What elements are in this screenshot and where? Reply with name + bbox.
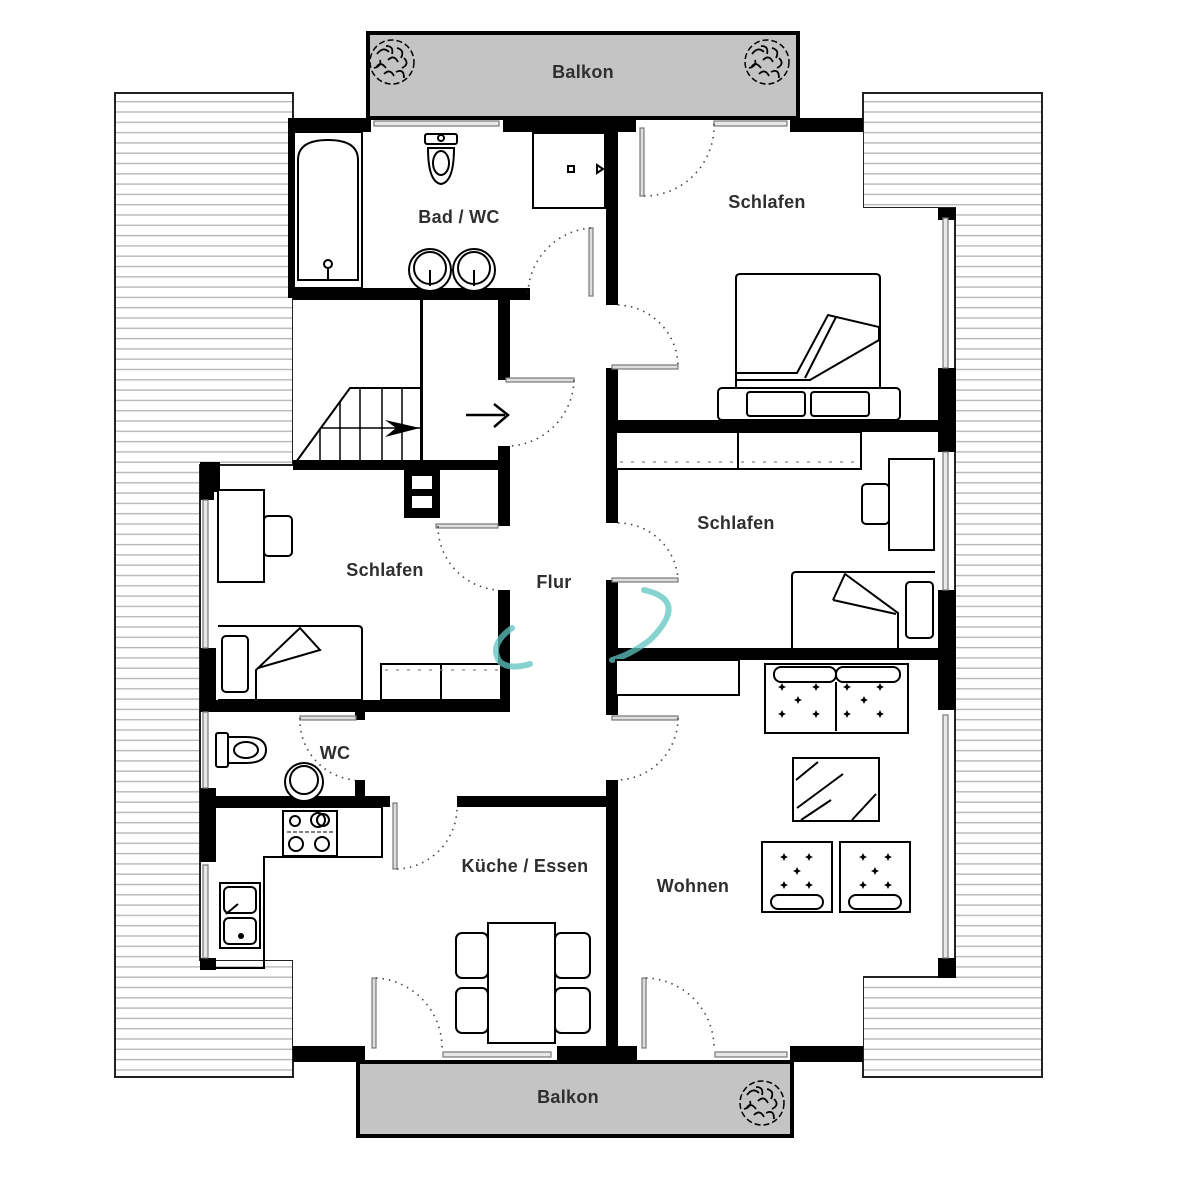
sofa bbox=[764, 663, 909, 734]
bath-fixtures bbox=[293, 131, 606, 292]
room-label-bath: Bad / WC bbox=[418, 207, 499, 227]
room-label-kitchen: Küche / Essen bbox=[462, 856, 589, 876]
watermark-logo bbox=[493, 587, 672, 670]
coffee-table bbox=[792, 757, 880, 822]
stove-burner-icon bbox=[314, 836, 330, 852]
double-bed bbox=[717, 273, 901, 421]
room-label-bedroom-middle-right: Schlafen bbox=[697, 513, 774, 533]
wardrobe-left bbox=[380, 663, 502, 701]
desk-with-chair-right bbox=[861, 458, 935, 551]
room-label-bedroom-left: Schlafen bbox=[346, 560, 423, 580]
armchairs bbox=[761, 841, 911, 913]
wardrobe-living bbox=[615, 659, 740, 696]
stove-burner-icon bbox=[288, 836, 304, 852]
single-bed-right bbox=[791, 571, 935, 648]
desk-with-chair-left bbox=[217, 489, 293, 583]
room-label-bedroom-top-right: Schlafen bbox=[728, 192, 805, 212]
room-label-living: Wohnen bbox=[657, 876, 729, 896]
stove-burner-icon bbox=[310, 812, 326, 828]
walls bbox=[200, 118, 956, 1062]
stair-direction-arrow-icon bbox=[385, 420, 420, 437]
room-label-hallway: Flur bbox=[536, 572, 571, 592]
room-label-wc: WC bbox=[320, 743, 351, 763]
stove-burner-icon bbox=[289, 815, 301, 827]
kitchen-counter bbox=[216, 806, 383, 969]
wardrobe-middle-right bbox=[615, 431, 862, 470]
windows bbox=[202, 120, 949, 1058]
room-label-balcony-top: Balkon bbox=[552, 62, 614, 82]
balcony-bottom: Balkon bbox=[356, 1060, 794, 1138]
balcony-top: Balkon bbox=[366, 31, 800, 120]
entrance-arrow-icon bbox=[466, 403, 510, 428]
wc-fixtures bbox=[215, 732, 324, 802]
staircase bbox=[295, 387, 422, 463]
room-label-balcony-bottom: Balkon bbox=[537, 1087, 599, 1107]
doors bbox=[299, 123, 715, 1049]
single-bed-left bbox=[218, 625, 363, 701]
dining-table bbox=[455, 922, 591, 1044]
